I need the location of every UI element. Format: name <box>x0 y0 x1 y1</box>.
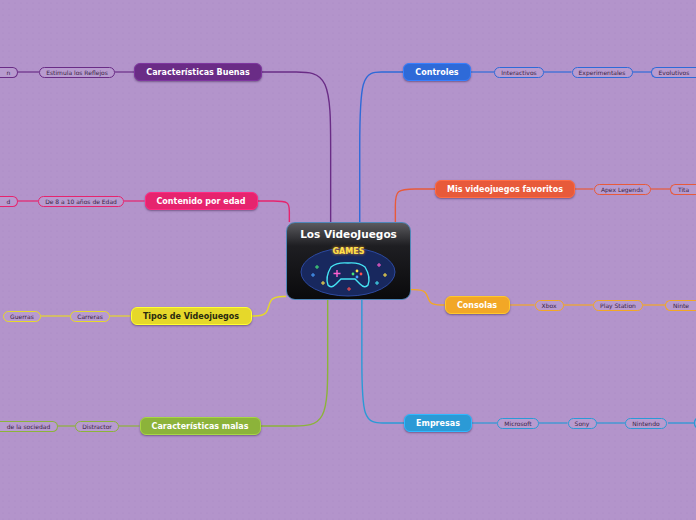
branch-box: Tipos de Videojuegos <box>131 307 252 325</box>
branch-connector <box>597 422 626 423</box>
branch-connector <box>362 300 404 423</box>
node-label: de la sociedad <box>7 423 50 430</box>
leaf-box: Experimentales <box>572 67 633 78</box>
leaf-box: Interactivos <box>494 67 544 78</box>
branch-connector <box>18 71 39 72</box>
branch-connector <box>360 72 403 222</box>
topic-title: Los VideoJuegos <box>287 228 410 240</box>
branch-box: Empresas <box>404 414 472 432</box>
branch-connector <box>633 71 652 72</box>
leaf-box: d <box>0 196 18 207</box>
leaf-box: Evolutivos <box>651 67 696 78</box>
node-label: Consolas <box>457 301 497 310</box>
branch-box: Consolas <box>445 296 510 314</box>
node-label: Contenido por edad <box>157 197 246 206</box>
branch-box: Mis videojuegos favoritos <box>435 180 575 198</box>
node-label: Estimula los Reflejos <box>46 69 108 76</box>
branch-connector <box>18 200 38 201</box>
node-label: Distractor <box>82 423 112 430</box>
branch-box: Características Buenas <box>134 63 262 81</box>
node-label: Controles <box>415 68 458 77</box>
leaf-box: de la sociedad <box>0 421 58 432</box>
leaf-box: Sony <box>568 418 597 429</box>
branch-connector <box>395 189 435 222</box>
branch-connector <box>110 315 131 316</box>
node-label: Experimentales <box>579 69 626 76</box>
branch-connector <box>262 72 331 222</box>
node-label: Microsoft <box>504 420 531 427</box>
leaf-box: Xbox <box>535 300 564 311</box>
branch-connector <box>643 304 665 305</box>
branch-connector <box>258 201 290 222</box>
leaf-box: Ninte <box>665 300 696 311</box>
node-label: Apex Legends <box>601 186 643 193</box>
branch-box: Características malas <box>140 417 261 435</box>
node-label: Tipos de Videojuegos <box>143 312 239 321</box>
node-label: Sony <box>575 420 590 427</box>
leaf-box: Nintendo <box>625 418 667 429</box>
branch-connector <box>41 315 70 316</box>
node-label: Mis videojuegos favoritos <box>447 185 563 194</box>
branch-connector <box>119 425 140 426</box>
node-label: d <box>7 198 11 205</box>
node-label: Ninte <box>673 302 689 309</box>
node-label: Nintendo <box>632 420 659 427</box>
branch-connector <box>115 71 134 72</box>
node-label: Play Station <box>600 302 636 309</box>
branch-connector <box>651 188 671 189</box>
branch-connector <box>539 422 568 423</box>
node-label: Xbox <box>542 302 557 309</box>
branch-connector <box>544 71 572 72</box>
branch-connector <box>124 200 145 201</box>
leaf-box: Carreras <box>70 311 110 322</box>
node-label: Empresas <box>416 419 460 428</box>
leaf-box: n <box>0 67 18 78</box>
node-label: Tita <box>678 186 689 193</box>
leaf-box: Apex Legends <box>594 184 651 195</box>
node-label: De 8 a 10 años de Edad <box>45 198 117 205</box>
leaf-box: Play Station <box>593 300 643 311</box>
central-topic: Los VideoJuegosGAMES <box>286 222 411 300</box>
node-label: Características malas <box>152 422 249 431</box>
branch-connector <box>252 296 287 316</box>
branch-connector <box>575 188 594 189</box>
branch-connector <box>471 71 494 72</box>
node-label: Guerras <box>10 313 34 320</box>
node-label: Evolutivos <box>659 69 690 76</box>
leaf-box: Tita <box>670 184 696 195</box>
branch-box: Contenido por edad <box>145 192 258 210</box>
branch-connector <box>472 422 497 423</box>
branch-connector <box>58 425 75 426</box>
leaf-box: Microsoft <box>497 418 539 429</box>
branch-connector <box>510 304 535 305</box>
leaf-box: Estimula los Reflejos <box>39 67 115 78</box>
branch-connector <box>564 304 594 305</box>
node-label: Carreras <box>77 313 103 320</box>
leaf-box: De 8 a 10 años de Edad <box>38 196 124 207</box>
illustration-text: GAMES <box>287 247 410 256</box>
node-label: n <box>7 69 11 76</box>
node-label: Interactivos <box>501 69 536 76</box>
branch-connector <box>261 300 328 426</box>
branch-box: Controles <box>403 63 471 81</box>
leaf-box: Guerras <box>3 311 41 322</box>
node-label: Características Buenas <box>146 68 249 77</box>
leaf-box: Distractor <box>75 421 119 432</box>
branch-connector <box>411 290 445 305</box>
